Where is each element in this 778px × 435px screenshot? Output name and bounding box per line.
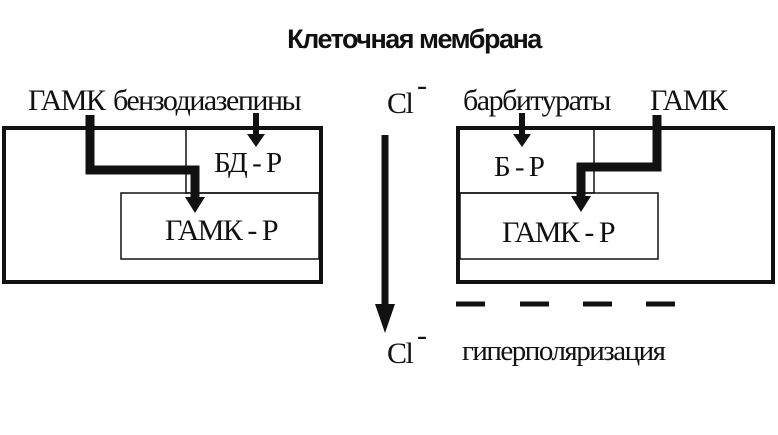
left-gaba-receptor-label: ГАМК - Р xyxy=(165,214,278,247)
right-b-receptor-label: Б - Р xyxy=(494,151,544,183)
chloride-top-label: Cl xyxy=(387,87,414,120)
left-gaba-arrow-line xyxy=(85,115,200,199)
right-gaba-receptor-box xyxy=(459,192,659,260)
left-benzo-arrow-head xyxy=(247,134,265,147)
left-membrane-box xyxy=(2,126,323,284)
diagram-title: Клеточная мембрана xyxy=(287,24,543,54)
right-gaba-arrow-line xyxy=(576,115,662,198)
right-gaba-receptor-label: ГАМК - Р xyxy=(502,216,615,249)
right-barb-arrow-head xyxy=(513,134,531,147)
right-membrane-box xyxy=(456,126,775,284)
chloride-bottom-label: Cl xyxy=(387,337,414,370)
left-gaba-label: ГАМК xyxy=(28,84,107,117)
chloride-arrow-head xyxy=(375,304,395,333)
right-barb-label: барбитураты xyxy=(463,84,611,117)
right-gaba-label: ГАМК xyxy=(650,84,729,117)
right-gaba-arrow-head xyxy=(571,196,591,212)
left-gaba-receptor-box xyxy=(120,192,320,260)
left-gaba-arrow-head xyxy=(185,197,205,213)
left-benzo-label: бензодиазепины xyxy=(113,84,302,117)
chloride-top-charge: - xyxy=(417,69,426,102)
chloride-bottom-charge: - xyxy=(417,319,426,352)
hyperpolarization-label: гиперполяризация xyxy=(462,335,666,367)
left-bd-receptor-label: БД - Р xyxy=(214,147,281,179)
